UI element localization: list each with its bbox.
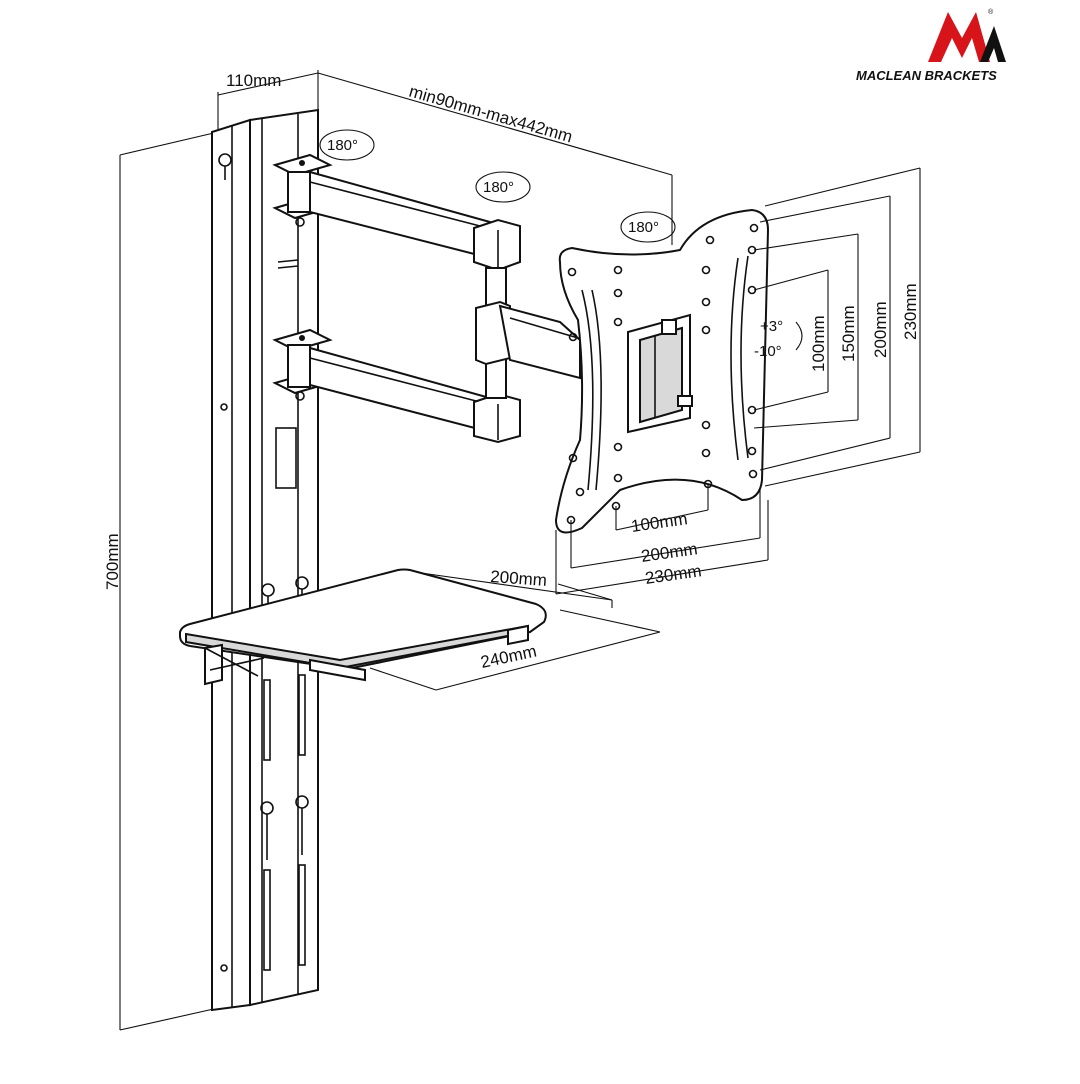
dim-vesa-h-outer: 230mm <box>644 561 703 588</box>
height-dimension: 700mm <box>103 131 219 1031</box>
dim-vesa-v-outer: 200mm <box>871 301 890 358</box>
logo-red-m <box>928 12 990 62</box>
head-pivot-rotation: 180° <box>620 211 676 243</box>
tilt-indicator: +3° -10° <box>754 318 803 360</box>
dim-vesa-v-inner: 100mm <box>809 315 828 372</box>
dim-arm-extension: min90mm-max442mm <box>407 82 575 147</box>
brand-logo: ® MACLEAN BRACKETS <box>856 8 1006 83</box>
dim-vesa-h-inner: 100mm <box>630 509 689 536</box>
vesa-plate <box>554 208 770 534</box>
dim-shelf-width: 240mm <box>479 642 538 672</box>
logo-wordmark: MACLEAN BRACKETS <box>856 68 997 83</box>
dim-shelf-depth: 200mm <box>490 567 548 590</box>
tilt-up-label: +3° <box>760 318 783 335</box>
rotation-wall-label: 180° <box>327 137 358 154</box>
logo-registered-mark: ® <box>988 8 994 16</box>
vesa-vertical-dimensions: 100mm 150mm 200mm 230mm <box>753 167 921 487</box>
dim-vesa-v-mid: 150mm <box>839 305 858 362</box>
lower-arm <box>272 328 521 444</box>
rotation-head-label: 180° <box>628 219 659 236</box>
tilt-down-label: -10° <box>754 343 782 360</box>
arm-pivot-rotation: 180° <box>475 171 531 203</box>
wall-pivot-rotation: 180° <box>319 129 375 161</box>
dim-height: 700mm <box>103 533 122 590</box>
shelf: 200mm 240mm <box>179 567 661 691</box>
center-spine <box>475 267 581 399</box>
logo-black-peak <box>980 26 1006 62</box>
upper-arm <box>272 153 521 272</box>
rotation-arm-label: 180° <box>483 179 514 196</box>
dim-vesa-v-max: 230mm <box>901 283 920 340</box>
dim-wall-offset: 110mm <box>226 71 281 90</box>
wall-rail <box>211 108 319 1012</box>
